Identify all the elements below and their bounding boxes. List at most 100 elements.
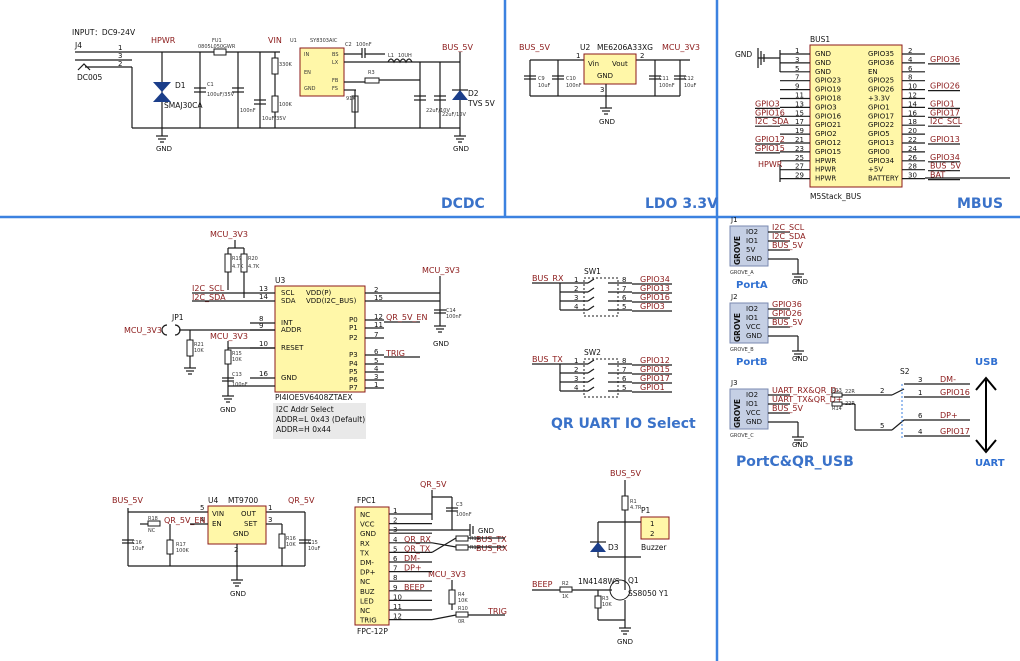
grove-c-pin-name: GND	[746, 418, 762, 426]
r13-value: 22R	[845, 389, 855, 395]
usb-uart-arrow-bottom	[975, 439, 997, 454]
gnd-symbol	[184, 367, 196, 375]
u3-left-pin-number: 9	[259, 322, 263, 330]
grove-b-ref: J2	[730, 293, 738, 301]
r16-label: R16	[286, 536, 296, 542]
c14-label: C14	[446, 308, 456, 314]
fpc-gnd-label: GND	[478, 527, 494, 535]
fpc-pin-net: QR_TX	[404, 544, 431, 553]
u3-right-pin-name: P1	[349, 324, 358, 332]
u3-right-pin-name: P0	[349, 316, 358, 324]
r17-label: R17	[176, 542, 186, 548]
r19-label: R19	[232, 256, 242, 262]
sw1-pin-right-num: 8	[622, 276, 626, 284]
r18-label: R18	[148, 516, 158, 522]
mbus-right-pin-number: 8	[908, 74, 912, 82]
grove-b-grove-label: GROVE	[733, 313, 742, 342]
grove-b-pin-name: IO2	[746, 305, 758, 313]
mbus-right-pin-number: 2	[908, 47, 912, 55]
mbus-right-pin-name: GPIO0	[868, 148, 890, 156]
mbus-right-pin-name: BATTERY	[868, 175, 899, 183]
mbus-left-pin-name: GND	[815, 68, 831, 76]
u1-pin-fs: FS	[332, 86, 338, 92]
d2-part: TVS 5V	[467, 99, 496, 108]
gnd-label-dcdc-1: GND	[156, 145, 172, 153]
mbus-left-pin-number: 9	[795, 83, 799, 91]
c11-label: C11	[659, 76, 669, 82]
r2-buzzer-label: R2	[562, 581, 569, 587]
sw1-pin-left-num: 4	[574, 303, 579, 311]
c16-label: C16	[132, 540, 142, 546]
c2-label: C2	[345, 42, 352, 48]
u3-mcu3v3-mid: MCU_3V3	[210, 332, 248, 341]
u1-part: SY8303AIC	[310, 38, 338, 44]
sw1-pin-right-num: 6	[622, 294, 627, 302]
fpc-mcu3v3: MCU_3V3	[428, 570, 466, 579]
c9-value: 10uF	[538, 83, 551, 89]
u3-left-pin-number: 10	[259, 340, 268, 348]
u3-left-pin-name: SCL	[281, 289, 294, 297]
mbus-right-net: BAT	[930, 171, 945, 180]
fpc-pin-number: 5	[393, 545, 397, 553]
beep-net: BEEP	[532, 580, 553, 589]
c10-label: C10	[566, 76, 576, 82]
sw1-pin-left-num: 1	[574, 276, 578, 284]
u4-qr5ven: QR_5V_EN	[164, 516, 205, 525]
u4-pin-out: OUT	[241, 510, 257, 518]
fpc1-label: FPC1	[357, 496, 376, 505]
mbus-right-pin-name: GPIO1	[868, 103, 890, 111]
r21-value: 10K	[194, 348, 204, 354]
mbus-right-pin-name: GPIO17	[868, 112, 894, 120]
fpc-bus-rx: BUS_RX	[476, 544, 508, 553]
gnd-label-buzzer: GND	[617, 638, 633, 646]
fpc-section: FPC1 FPC-12P QR_5V C3 100nF GND R11 R12 …	[354, 480, 508, 636]
grove-c-pin-name: IO1	[746, 400, 758, 408]
mbus-right-net: GPIO1	[930, 99, 955, 108]
r14-label: R14	[832, 406, 842, 412]
u4-pin3: 3	[268, 516, 272, 524]
addr-note-3: ADDR=H 0x44	[276, 425, 331, 434]
r21-symbol	[186, 339, 194, 357]
fpc-trig: TRIG	[487, 607, 507, 616]
addr-note-1: I2C Addr Select	[276, 405, 334, 414]
mbus-right-pin-name: GPIO13	[868, 139, 894, 147]
mbus-hpwr-net: HPWR	[758, 160, 783, 169]
sw1-right-net: GPIO16	[640, 293, 670, 302]
r15-label: R15	[232, 351, 242, 357]
sw2-pin-left-num: 3	[574, 375, 578, 383]
grove-c-pin-name: VCC	[746, 409, 761, 417]
buzzer-section: BUS_5V R1 4.7R P1 1 2 Buzzer D3 1N4148WS…	[532, 469, 670, 646]
c4-value: 100nF	[240, 108, 256, 114]
mbus-left-pin-number: 23	[795, 145, 804, 153]
c3-value: 100nF	[456, 512, 472, 518]
r3-buzzer-symbol	[594, 595, 602, 609]
addr-note-2: ADDR=L 0x43 (Default)	[276, 415, 365, 424]
sw1-contact	[587, 296, 595, 302]
mbus-right-net: GPIO34	[930, 153, 960, 162]
sw2-pin-left-num: 4	[574, 384, 579, 392]
u1-pin-bs: BS	[332, 52, 339, 58]
fpc-pin-net: QR_RX	[404, 535, 431, 544]
u4-pin-vin: VIN	[212, 510, 224, 518]
mbus-left-pin-name: HPWR	[815, 175, 836, 183]
u3-right-pin-number: 2	[374, 286, 378, 294]
r17-value: 100K	[176, 548, 190, 554]
d1-part: SMAJ30CA	[164, 101, 203, 110]
gnd-label-u3: GND	[220, 406, 236, 414]
fpc-tx-route	[431, 542, 457, 548]
qr5ven-net: QR_5V_EN	[386, 313, 427, 322]
u2-pin1: 1	[576, 52, 580, 60]
r11-label: R11	[470, 536, 480, 542]
u2-pin-vin: Vin	[588, 60, 599, 68]
sw2-pin-right-num: 8	[622, 357, 626, 365]
fpc-pin-number: 10	[393, 593, 402, 601]
sw1-right-net: GPIO13	[640, 284, 670, 293]
fpc-pin-name: TRIG	[359, 617, 377, 625]
c9-label: C9	[538, 76, 545, 82]
u2-pin-gnd: GND	[597, 72, 613, 80]
mbus-left-pin-number: 11	[795, 92, 804, 100]
grove-b-footer: GROVE_B	[730, 347, 754, 353]
sw2-right-net: GPIO17	[640, 374, 670, 383]
section-title-ldo: LDO 3.3V	[645, 196, 718, 212]
u4-pin-en: EN	[212, 520, 222, 528]
